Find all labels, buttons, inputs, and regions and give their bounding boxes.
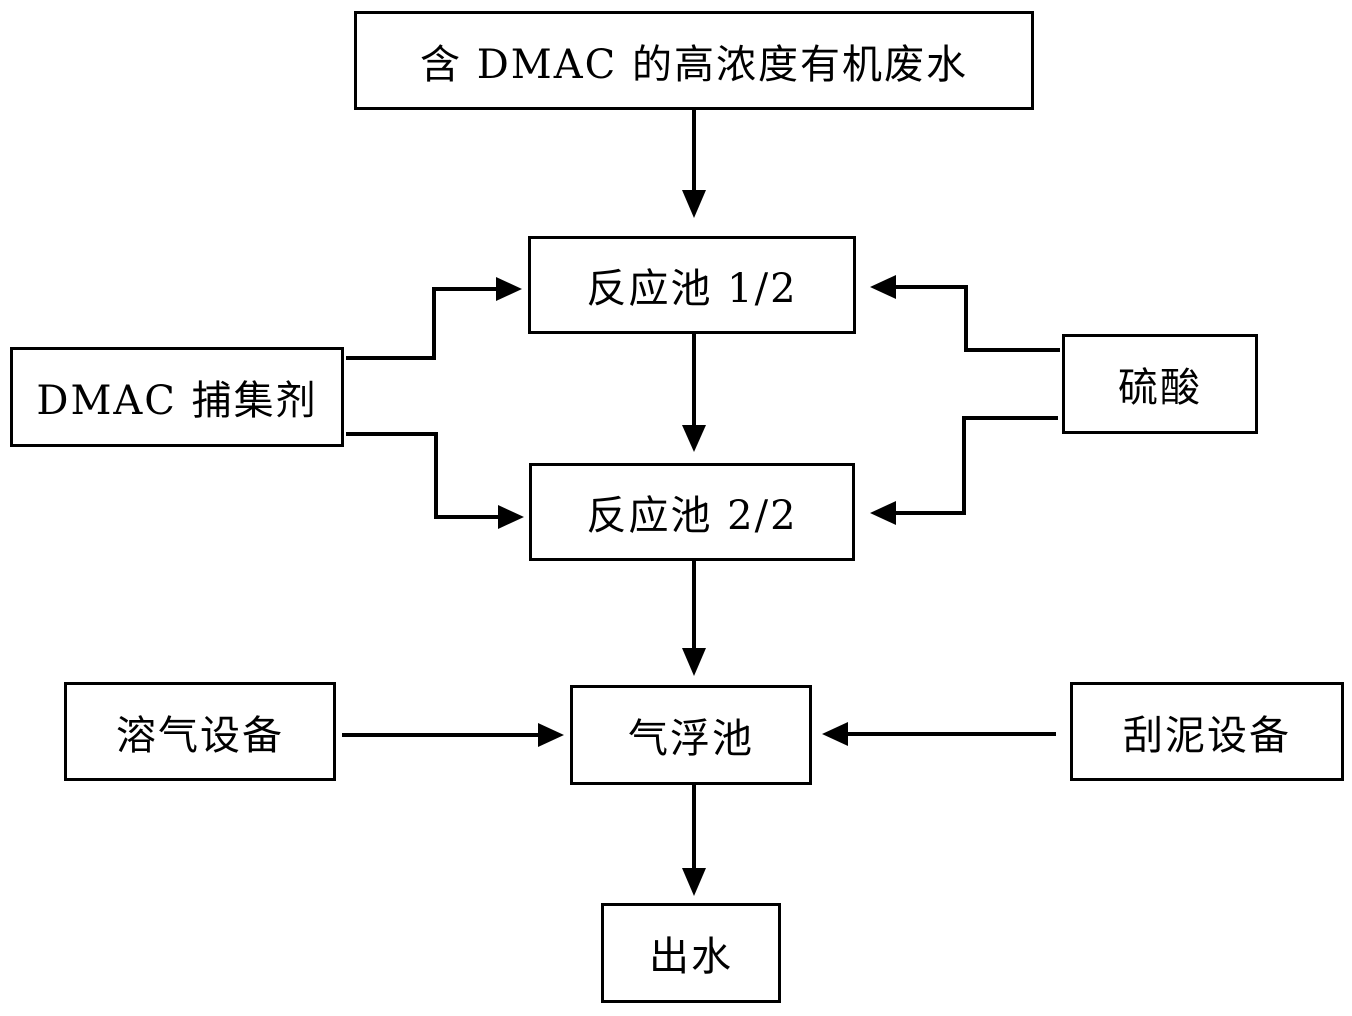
- node-flotation-tank: 气浮池: [570, 685, 812, 785]
- node-label: 出水: [649, 934, 733, 980]
- node-label: 刮泥设备: [1123, 712, 1291, 759]
- arrowhead-dmac-reactor2: [498, 505, 524, 529]
- node-label: 反应池 2/2: [586, 493, 798, 539]
- node-dmac-collector: DMAC 捕集剂: [10, 347, 344, 447]
- arrowhead-acid-reactor2: [870, 501, 896, 525]
- node-reactor-2: 反应池 2/2: [529, 463, 855, 561]
- node-reactor-1: 反应池 1/2: [528, 236, 856, 334]
- node-label: 气浮池: [628, 716, 754, 762]
- arrowhead-flotation-outlet: [682, 868, 706, 896]
- node-label: 含 DMAC 的高浓度有机废水: [420, 41, 968, 88]
- arrowhead-scraper-flotation: [822, 722, 848, 746]
- arrowhead-acid-reactor1: [870, 275, 896, 299]
- node-label: 反应池 1/2: [586, 266, 798, 312]
- node-effluent: 出水: [601, 903, 781, 1003]
- arrowhead-source-reactor1: [682, 190, 706, 218]
- node-air-dissolving-equipment: 溶气设备: [64, 682, 336, 781]
- edge-acid-reactor2: [896, 416, 1058, 515]
- node-label: 硫酸: [1118, 365, 1202, 411]
- arrowhead-reactor2-flotation: [682, 648, 706, 676]
- node-label: 溶气设备: [116, 712, 284, 759]
- edge-acid-reactor1: [896, 285, 1060, 352]
- node-source-wastewater: 含 DMAC 的高浓度有机废水: [354, 11, 1034, 110]
- node-sulfuric-acid: 硫酸: [1062, 334, 1258, 434]
- arrowhead-dissolve-flotation: [538, 723, 564, 747]
- arrowhead-dmac-reactor1: [496, 277, 522, 301]
- edge-dmac-reactor2: [346, 432, 498, 519]
- node-mud-scraping-equipment: 刮泥设备: [1070, 682, 1344, 781]
- arrowhead-reactor1-reactor2: [682, 425, 706, 452]
- node-label: DMAC 捕集剂: [36, 378, 318, 424]
- edge-dmac-reactor1: [346, 287, 496, 360]
